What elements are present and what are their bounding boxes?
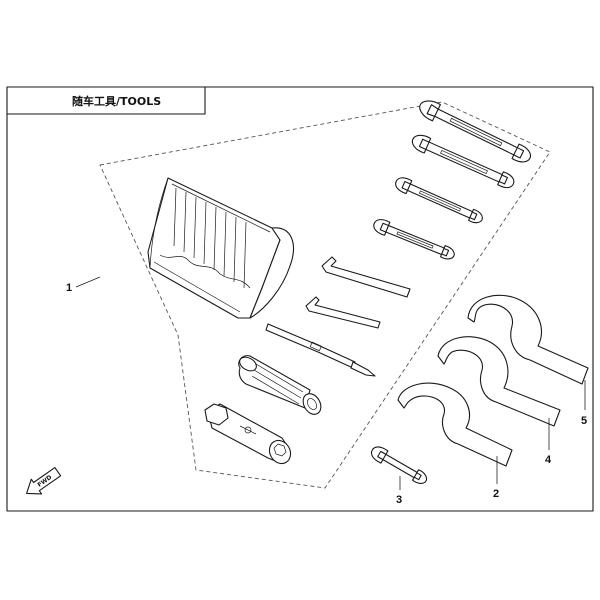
small-open-end-wrench [370,446,428,484]
hook-spanner-5 [467,294,589,385]
hook-spanner-2 [397,382,513,467]
callout-3: 3 [396,494,402,506]
fwd-arrow-icon: FWD [26,467,62,495]
callout-4: 4 [545,454,552,466]
open-end-wrench-medium-large [411,134,515,189]
tool-kit-outline [99,101,551,489]
callout-1: 1 [66,282,72,294]
leader-line-1 [75,276,101,288]
open-end-wrench-large [419,100,531,163]
hex-key-large [321,256,411,298]
diagram-frame [6,86,594,512]
screwdriver-handle [238,355,322,415]
title-box [6,86,206,115]
diagram-title: 随车工具/TOOLS [72,94,161,108]
open-end-wrench-small [373,219,455,260]
callout-2: 2 [493,488,499,500]
screwdriver-bit [265,323,376,377]
tool-roll-pouch [147,177,294,319]
spark-plug-socket [204,403,292,465]
callout-5: 5 [581,415,587,427]
hex-key-small [305,296,381,329]
hook-spanner-4 [437,336,561,427]
open-end-wrench-medium [395,177,483,224]
